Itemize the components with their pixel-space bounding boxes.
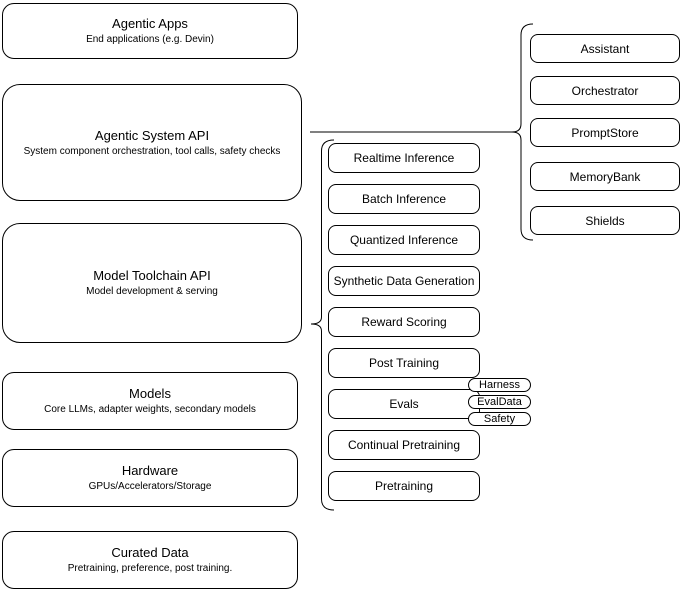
node-title: Agentic Apps [112,16,188,31]
node-agentic-system-api: Agentic System API System component orch… [2,84,302,201]
node-synthetic-data-generation: Synthetic Data Generation [328,266,480,296]
node-continual-pretraining: Continual Pretraining [328,430,480,460]
node-shields: Shields [530,206,680,235]
node-title: Curated Data [111,545,189,560]
node-title: Hardware [121,463,179,478]
node-memorybank: MemoryBank [530,162,680,191]
node-agentic-apps: Agentic Apps End applications (e.g. Devi… [2,3,298,59]
node-subtitle: End applications (e.g. Devin) [86,34,214,45]
node-models: Models Core LLMs, adapter weights, secon… [2,372,298,430]
node-subtitle: Model development & serving [86,286,218,297]
node-curated-data: Curated Data Pretraining, preference, po… [2,531,298,589]
node-title: Agentic System API [94,127,210,143]
toolchain-brace [310,139,335,511]
badge-harness: Harness [468,378,531,392]
node-title: Models [129,386,171,401]
node-realtime-inference: Realtime Inference [328,143,480,173]
node-model-toolchain-api: Model Toolchain API Model development & … [2,223,302,343]
node-pretraining: Pretraining [328,471,480,501]
node-reward-scoring: Reward Scoring [328,307,480,337]
node-hardware: Hardware GPUs/Accelerators/Storage [2,449,298,507]
node-subtitle: Pretraining, preference, post training. [67,563,233,574]
node-assistant: Assistant [530,34,680,63]
node-batch-inference: Batch Inference [328,184,480,214]
node-quantized-inference: Quantized Inference [328,225,480,255]
node-promptstore: PromptStore [530,118,680,147]
node-evals: Evals [328,389,480,419]
badge-evaldata: EvalData [468,395,531,409]
node-subtitle: System component orchestration, tool cal… [23,145,281,157]
node-title: Model Toolchain API [93,268,211,283]
node-orchestrator: Orchestrator [530,76,680,105]
node-subtitle: Core LLMs, adapter weights, secondary mo… [44,404,256,415]
node-post-training: Post Training [328,348,480,378]
badge-safety: Safety [468,412,531,426]
node-subtitle: GPUs/Accelerators/Storage [88,481,212,492]
